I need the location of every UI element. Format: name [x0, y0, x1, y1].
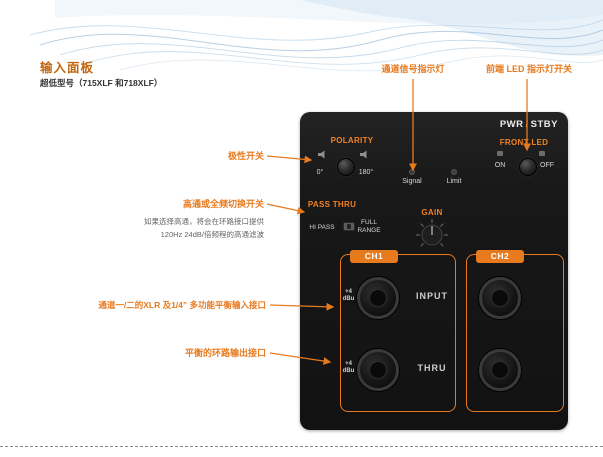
annotation-hipass-note: 如果选择高通，将会在环路接口提供 120Hz 24dB/倍频程的高通滤波	[100, 215, 264, 241]
dbu-value: +4	[345, 361, 352, 367]
xlr-inner-ring	[491, 289, 509, 307]
annotation-hipass-switch: 高通或全频切换开关	[182, 199, 264, 209]
annotation-signal-indicator: 通道信号指示灯	[381, 64, 445, 74]
xlr-inner-ring	[491, 361, 509, 379]
front-led-knob	[519, 158, 537, 176]
page-bottom-dashed-divider	[0, 446, 603, 447]
limit-label: Limit	[446, 178, 462, 185]
gain-knob	[416, 219, 448, 247]
input-row-label: INPUT	[416, 291, 448, 301]
full-range-line1: FULL	[361, 219, 377, 226]
front-led-off-label: OFF	[540, 162, 554, 169]
ch1-tag: CH1	[350, 250, 398, 263]
polarity-180-label: 180°	[358, 169, 374, 176]
full-range-line2: RANGE	[357, 226, 381, 234]
dbu-value: +4	[345, 289, 352, 295]
stby-text: STBY	[530, 119, 558, 130]
gain-label: GAIN	[421, 208, 443, 217]
limit-led-icon	[451, 169, 457, 175]
hipass-note-line2: 120Hz 24dB/倍频程的高通滤波	[160, 230, 264, 239]
ch2-tag: CH2	[476, 250, 524, 263]
annotation-input-connector: 通道一/二的XLR 及1/4” 多功能平衡输入接口	[98, 300, 266, 310]
pass-thru-label: PASS THRU	[307, 200, 357, 209]
pass-thru-switch-icon	[343, 222, 355, 231]
xlr-connector-ch1-thru	[357, 349, 399, 391]
polarity-0-label: 0°	[316, 169, 324, 176]
xlr-connector-ch2-thru	[479, 349, 521, 391]
signal-label: Signal	[402, 178, 422, 185]
led-on-icon	[497, 151, 503, 156]
ch1-bracket	[340, 254, 456, 412]
annotation-polarity-switch: 极性开关	[227, 151, 264, 161]
polarity-label: POLARITY	[330, 136, 374, 145]
full-range-label: FULL RANGE	[352, 219, 386, 235]
dbu-unit: dBu	[342, 367, 355, 374]
signal-led-icon	[409, 169, 415, 175]
page-title: 输入面板	[40, 61, 95, 75]
xlr-inner-ring	[369, 361, 387, 379]
annotation-front-led-switch: 前端 LED 指示灯开关	[485, 64, 572, 74]
xlr-inner-ring	[369, 289, 387, 307]
dbu-unit: dBu	[342, 295, 355, 302]
front-led-on-label: ON	[494, 162, 506, 169]
front-led-label: FRONT LED	[499, 138, 549, 147]
speaker-icon	[318, 150, 325, 159]
page-subtitle: 超低型号（715XLF 和718XLF）	[40, 78, 163, 88]
hi-pass-label: HI PASS	[309, 224, 335, 231]
thru-level-label: +4 dBu	[341, 361, 356, 375]
pwr-text: PWR	[499, 119, 524, 130]
thru-row-label: THRU	[417, 363, 447, 373]
led-off-icon	[539, 151, 545, 156]
power-label: PWR/STBY	[500, 119, 558, 130]
speaker-inverted-icon	[360, 150, 367, 159]
xlr-connector-ch1-input	[357, 277, 399, 319]
ch2-bracket	[466, 254, 564, 412]
input-level-label: +4 dBu	[341, 289, 356, 303]
hipass-note-line1: 如果选择高通，将会在环路接口提供	[144, 217, 264, 226]
power-slash: /	[525, 119, 529, 130]
annotation-thru-connector: 平衡的环路输出接口	[184, 348, 266, 358]
xlr-connector-ch2-input	[479, 277, 521, 319]
polarity-knob	[337, 158, 355, 176]
speaker-input-panel: PWR/STBY POLARITY 0° 180° FRONT LED ON O…	[300, 112, 568, 430]
